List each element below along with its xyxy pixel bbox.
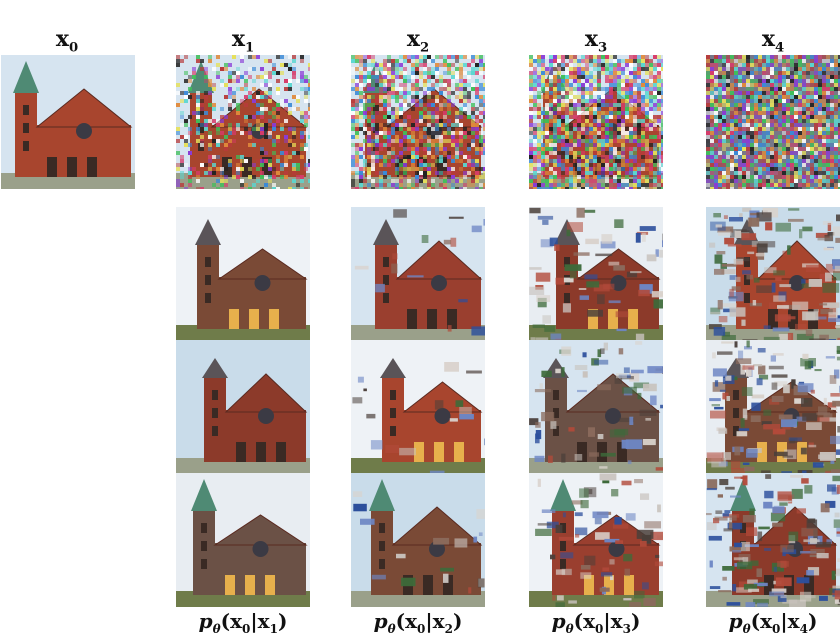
image-sample-x4-3 bbox=[706, 473, 840, 607]
image-sample-x1-2 bbox=[176, 340, 310, 474]
image-noisy-x1 bbox=[176, 55, 310, 189]
image-noisy-x2 bbox=[351, 55, 485, 189]
image-sample-x4-2 bbox=[706, 340, 840, 474]
image-sample-x3-2 bbox=[529, 340, 663, 474]
image-sample-x2-3 bbox=[351, 473, 485, 607]
image-x0-original bbox=[1, 55, 135, 189]
caption-x4: pθ(x0|x4) bbox=[728, 609, 818, 636]
image-sample-x2-1 bbox=[351, 207, 485, 341]
caption-x1: pθ(x0|x1) bbox=[198, 609, 288, 636]
header-x2: x2 bbox=[406, 26, 430, 56]
image-sample-x3-3 bbox=[529, 473, 663, 607]
image-sample-x4-1 bbox=[706, 207, 840, 341]
image-noisy-x3 bbox=[529, 55, 663, 189]
header-x4: x4 bbox=[761, 26, 785, 56]
image-noisy-x4 bbox=[706, 55, 840, 189]
header-x1: x1 bbox=[231, 26, 255, 56]
image-sample-x1-1 bbox=[176, 207, 310, 341]
caption-x3: pθ(x0|x3) bbox=[551, 609, 641, 636]
image-sample-x3-1 bbox=[529, 207, 663, 341]
header-x0: x0 bbox=[55, 26, 79, 56]
image-sample-x1-3 bbox=[176, 473, 310, 607]
header-x3: x3 bbox=[584, 26, 608, 56]
caption-x2: pθ(x0|x2) bbox=[373, 609, 463, 636]
image-sample-x2-2 bbox=[351, 340, 485, 474]
